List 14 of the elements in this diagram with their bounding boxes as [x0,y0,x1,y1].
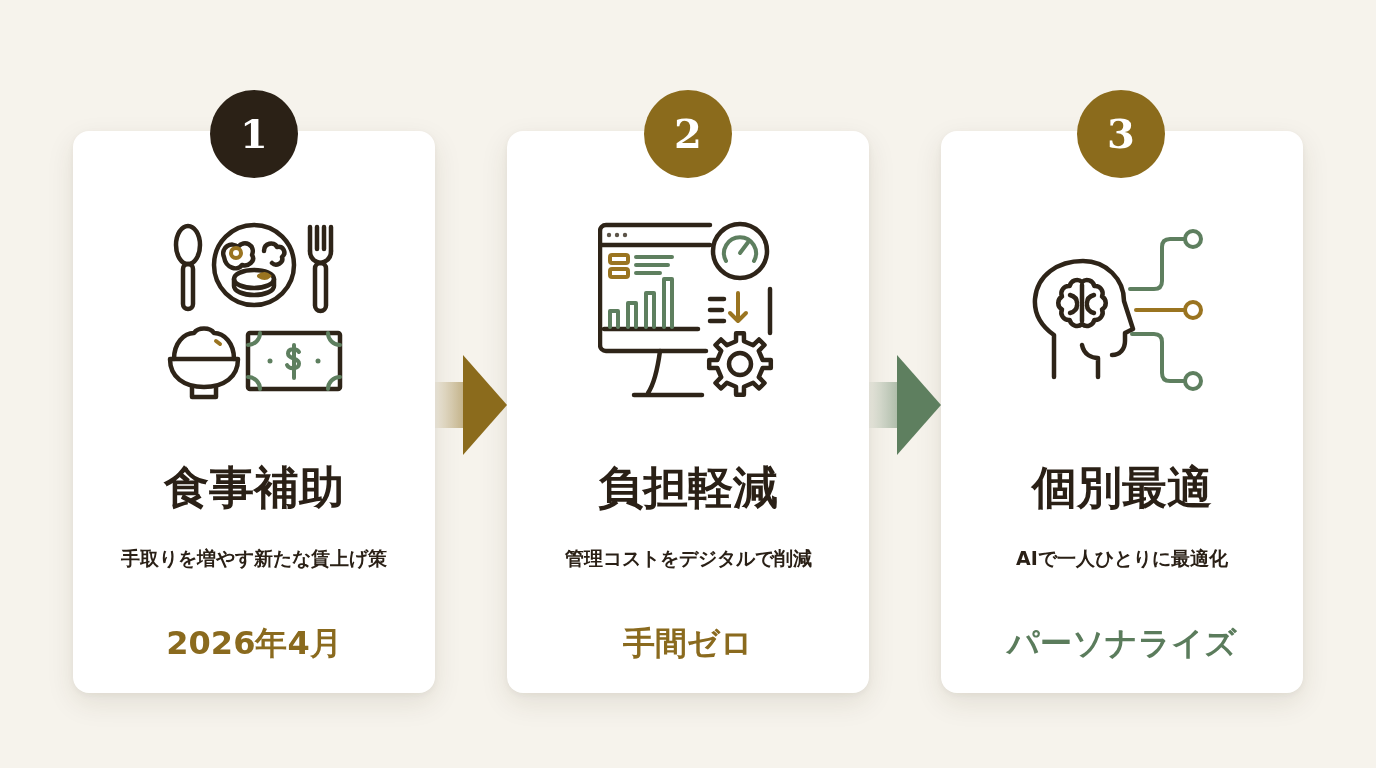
card-highlight: 2026年4月 [165,623,343,664]
card-description: 手取りを増やす新たな賃上げ策 [120,546,388,571]
card-title: 個別最適 [1030,460,1213,516]
number-badge: 2 [644,90,732,178]
card-description: 管理コストをデジタルで削減 [563,546,813,571]
arrow [435,355,507,455]
card-highlight: パーソナライズ [1005,623,1238,664]
card-title: 食事補助 [162,460,345,516]
arrow [869,355,941,455]
card-highlight: 手間ゼロ [622,623,754,664]
number-badge: 3 [1077,90,1165,178]
card-description: AIで一人ひとりに最適化 [1015,546,1229,571]
number-badge: 1 [210,90,298,178]
card-title: 負担軽減 [597,460,779,516]
